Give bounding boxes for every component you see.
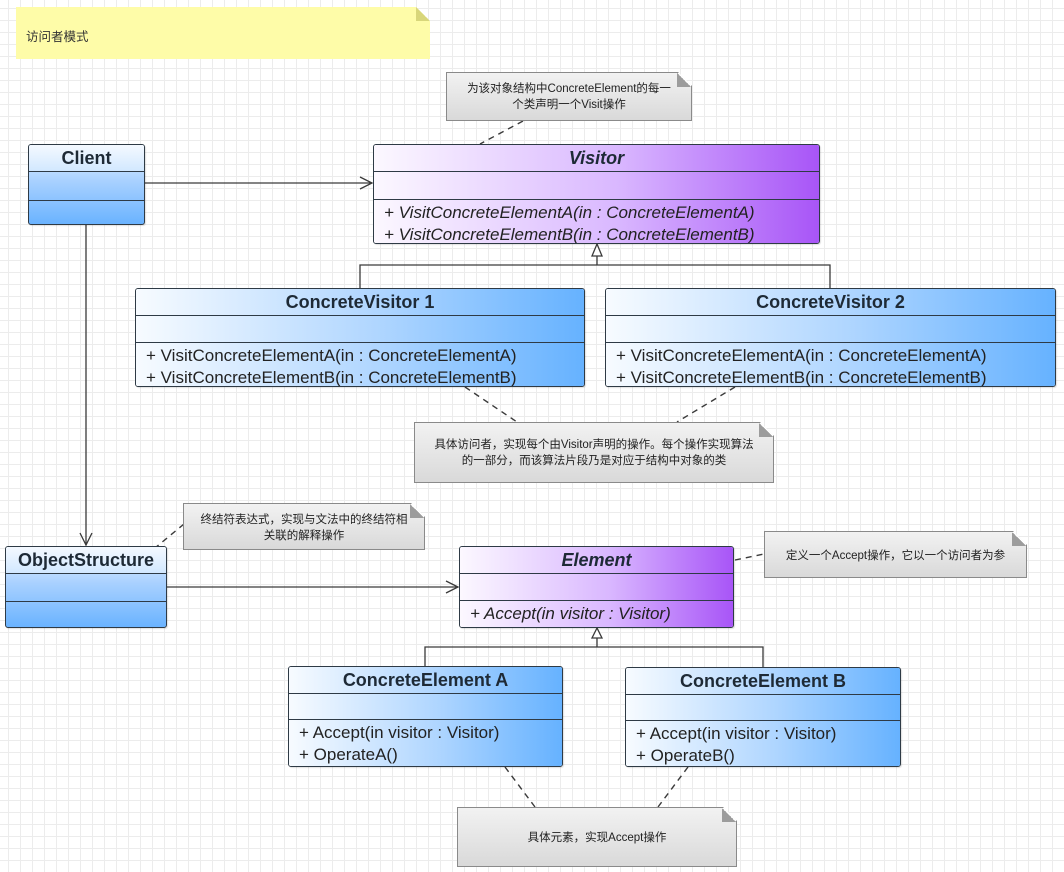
- class-concrete-visitor-1-name: ConcreteVisitor 1: [136, 289, 584, 316]
- cv1-op-b: + VisitConcreteElementB(in : ConcreteEle…: [146, 368, 517, 387]
- note-concrete-visitor[interactable]: 具体访问者，实现每个由Visitor声明的操作。每个操作实现算法 的一部分，而该…: [414, 422, 774, 483]
- note-terminal-expression[interactable]: 终结符表达式，实现与文法中的终结符相 关联的解释操作: [183, 503, 425, 550]
- class-concrete-element-b-attributes: [626, 695, 900, 721]
- class-element-attributes: [460, 574, 733, 601]
- client-visitor-arrowhead: [359, 176, 374, 190]
- note-concrete-element[interactable]: 具体元素，实现Accept操作: [457, 807, 737, 867]
- visitor-generalization-triangle: [591, 242, 603, 257]
- client-objectstructure-arrowhead: [79, 532, 93, 547]
- element-generalization-triangle: [590, 626, 604, 639]
- element-generalization-tree: [424, 646, 764, 667]
- class-concrete-visitor-2-operations: + VisitConcreteElementA(in : ConcreteEle…: [606, 343, 1055, 387]
- class-concrete-visitor-1-attributes: [136, 316, 584, 343]
- objectstructure-element-arrowhead: [445, 580, 460, 594]
- class-object-structure-attributes: [6, 574, 166, 602]
- cv2-op-a: + VisitConcreteElementA(in : ConcreteEle…: [616, 346, 987, 365]
- class-concrete-visitor-2-name: ConcreteVisitor 2: [606, 289, 1055, 316]
- class-visitor-attributes: [374, 172, 819, 200]
- class-concrete-visitor-1-operations: + VisitConcreteElementA(in : ConcreteEle…: [136, 343, 584, 387]
- class-visitor-operations: + VisitConcreteElementA(in : ConcreteEle…: [374, 200, 819, 244]
- note-concrete-element-line-1: 具体元素，实现Accept操作: [527, 832, 667, 844]
- note-terminal-line-2: 关联的解释操作: [263, 530, 345, 542]
- cea-op-accept: + Accept(in visitor : Visitor): [299, 723, 500, 742]
- cv2-op-b: + VisitConcreteElementB(in : ConcreteEle…: [616, 368, 987, 387]
- class-element-operations: + Accept(in visitor : Visitor): [460, 601, 733, 627]
- note-element[interactable]: 定义一个Accept操作，它以一个访问者为参: [764, 531, 1027, 578]
- class-client[interactable]: Client: [28, 144, 145, 225]
- note-terminal-line-1: 终结符表达式，实现与文法中的终结符相: [200, 514, 408, 526]
- element-note-anchor: [734, 553, 765, 561]
- cv2-note-anchor: [676, 386, 736, 423]
- class-client-name: Client: [29, 145, 144, 172]
- title-note-text: 访问者模式: [26, 30, 89, 44]
- class-element[interactable]: Element + Accept(in visitor : Visitor): [459, 546, 734, 628]
- element-op-accept: + Accept(in visitor : Visitor): [470, 604, 671, 623]
- note-element-line-1: 定义一个Accept操作，它以一个访问者为参: [785, 550, 1006, 562]
- visitor-generalization-tree: [359, 264, 831, 288]
- visitor-op-b: + VisitConcreteElementB(in : ConcreteEle…: [384, 225, 755, 244]
- class-object-structure-name: ObjectStructure: [6, 547, 166, 574]
- class-concrete-element-b-operations: + Accept(in visitor : Visitor) + Operate…: [626, 721, 900, 766]
- note-visitor-line-2: 个类声明一个Visit操作: [512, 99, 626, 111]
- title-note: 访问者模式: [16, 7, 430, 59]
- class-object-structure[interactable]: ObjectStructure: [5, 546, 167, 628]
- cea-note-anchor: [504, 766, 536, 808]
- ceb-op-operate: + OperateB(): [636, 746, 735, 765]
- class-concrete-element-b[interactable]: ConcreteElement B + Accept(in visitor : …: [625, 667, 901, 767]
- class-visitor[interactable]: Visitor + VisitConcreteElementA(in : Con…: [373, 144, 820, 244]
- ceb-note-anchor: [657, 766, 689, 808]
- class-visitor-name: Visitor: [374, 145, 819, 172]
- class-concrete-element-b-name: ConcreteElement B: [626, 668, 900, 695]
- class-concrete-element-a-operations: + Accept(in visitor : Visitor) + Operate…: [289, 720, 562, 766]
- class-concrete-element-a-name: ConcreteElement A: [289, 667, 562, 694]
- terminal-note-anchor: [154, 523, 185, 549]
- note-concrete-visitor-line-2: 的一部分，而该算法片段乃是对应于结构中对象的类: [461, 455, 727, 467]
- class-concrete-element-a-attributes: [289, 694, 562, 720]
- class-element-name: Element: [460, 547, 733, 574]
- note-concrete-visitor-line-1: 具体访问者，实现每个由Visitor声明的操作。每个操作实现算法: [434, 439, 754, 451]
- cv1-note-anchor: [464, 386, 518, 423]
- class-concrete-visitor-2[interactable]: ConcreteVisitor 2 + VisitConcreteElement…: [605, 288, 1056, 387]
- cea-op-operate: + OperateA(): [299, 745, 398, 764]
- visitor-note-anchor: [479, 120, 524, 145]
- note-visitor[interactable]: 为该对象结构中ConcreteElement的每一 个类声明一个Visit操作: [446, 72, 692, 121]
- visitor-op-a: + VisitConcreteElementA(in : ConcreteEle…: [384, 203, 755, 222]
- ceb-op-accept: + Accept(in visitor : Visitor): [636, 724, 837, 743]
- class-client-attributes: [29, 172, 144, 201]
- class-concrete-element-a[interactable]: ConcreteElement A + Accept(in visitor : …: [288, 666, 563, 767]
- class-concrete-visitor-1[interactable]: ConcreteVisitor 1 + VisitConcreteElement…: [135, 288, 585, 387]
- cv1-op-a: + VisitConcreteElementA(in : ConcreteEle…: [146, 346, 517, 365]
- class-concrete-visitor-2-attributes: [606, 316, 1055, 343]
- note-visitor-line-1: 为该对象结构中ConcreteElement的每一: [467, 83, 671, 95]
